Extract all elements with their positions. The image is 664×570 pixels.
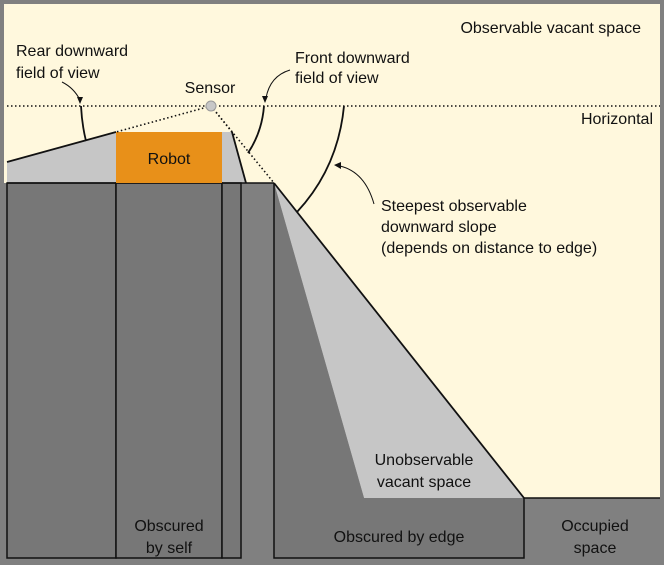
steepest-slope-leader — [339, 165, 375, 205]
obscured-by-edge-region — [274, 183, 524, 558]
front-body-line — [231, 131, 247, 184]
front-fov-arrowhead — [262, 96, 268, 103]
front-fov-leader — [265, 69, 291, 99]
rear-fov-arc — [80, 105, 87, 142]
obscured-by-self-column — [115, 182, 223, 559]
robot-label: Robot — [148, 151, 191, 168]
obscured-by-self-label-line2: by self — [146, 540, 193, 557]
robot-base-region — [7, 132, 116, 183]
steepest-slope-label-line2: downward slope — [381, 219, 497, 236]
rear-fov-label-line2: field of view — [16, 65, 100, 82]
obscured-by-edge-label: Obscured by edge — [334, 529, 465, 546]
rear-fov-ray — [115, 105, 212, 133]
ground-surface-line — [6, 131, 117, 163]
unobservable-label-line1: Unobservable — [375, 452, 474, 469]
sensor-label: Sensor — [185, 80, 236, 97]
obscured-by-self-column-thin — [221, 182, 242, 559]
unobservable-label-line2: vacant space — [377, 474, 471, 491]
rear-fov-label-line1: Rear downward — [16, 43, 128, 60]
obscured-by-self-label-line1: Obscured — [134, 518, 203, 535]
front-fov-arc — [247, 105, 265, 154]
horizontal-label: Horizontal — [581, 111, 653, 128]
front-fov-label-line2: field of view — [295, 70, 379, 87]
vacant-space-region — [4, 4, 660, 498]
sensor-dot — [205, 100, 217, 112]
occupied-space-label-line1: Occupied — [561, 518, 629, 535]
steepest-slope-arrowhead — [334, 162, 341, 169]
robot-front-region — [222, 132, 246, 183]
rear-fov-arrowhead — [77, 97, 83, 104]
steepest-slope-arc — [296, 105, 345, 213]
steepest-slope-label-line3: (depends on distance to edge) — [381, 240, 597, 257]
obscured-by-self-column-left — [6, 182, 117, 559]
slope-line — [273, 182, 525, 499]
edge-sight-ray — [210, 105, 275, 184]
occupied-space-label-line2: space — [574, 540, 617, 557]
front-fov-label-line1: Front downward — [295, 50, 410, 67]
observable-vacant-space-label: Observable vacant space — [460, 20, 641, 37]
steepest-slope-label-line1: Steepest observable — [381, 198, 527, 215]
robot-body — [116, 132, 222, 183]
obscured-by-edge-outline — [273, 183, 525, 559]
